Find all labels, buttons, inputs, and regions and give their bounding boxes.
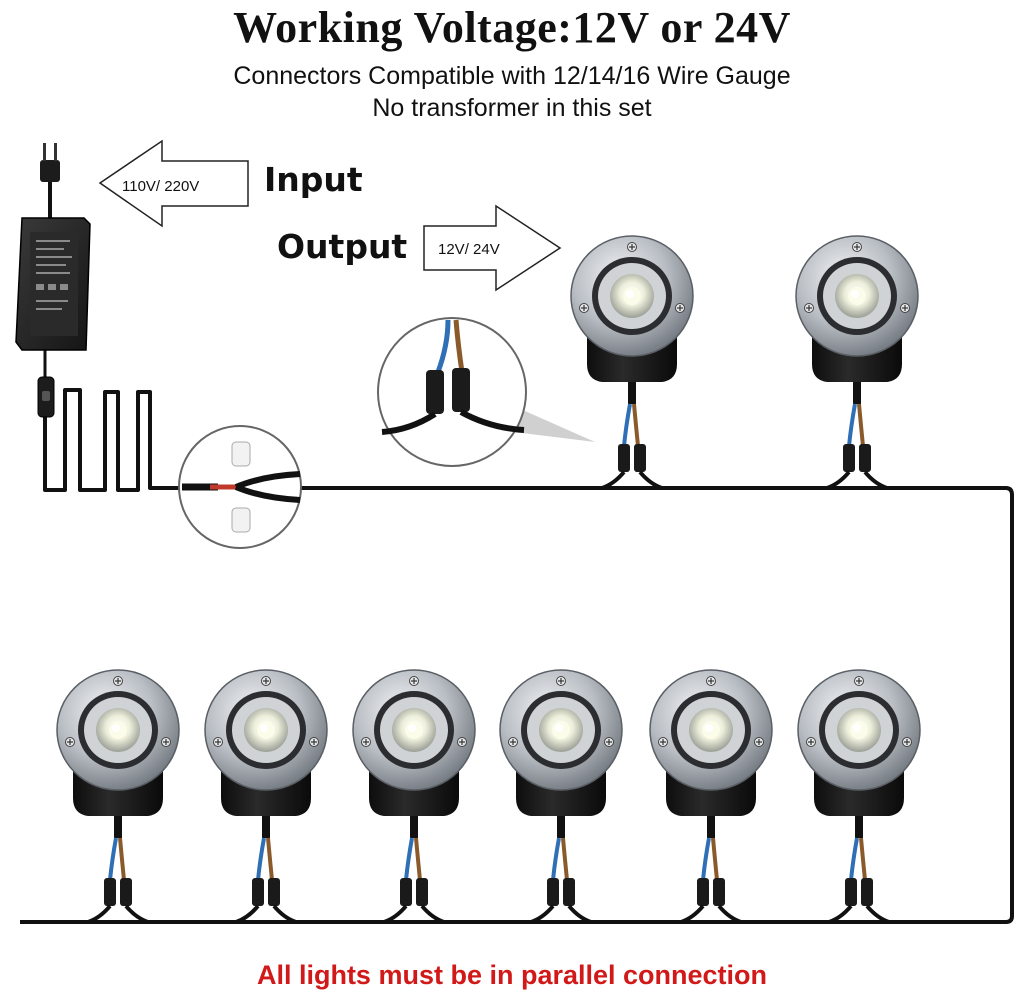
inground-led-light-icon [648, 668, 774, 924]
subtitle-no-transformer: No transformer in this set [372, 94, 652, 122]
inground-led-light-icon [351, 668, 477, 924]
inground-led-light-icon [796, 668, 922, 924]
inground-led-light-icon [498, 668, 624, 924]
inline-switch-icon [37, 376, 55, 418]
top-row-lights [569, 234, 920, 490]
input-voltage-label: 110V/ 220V [122, 178, 199, 195]
inground-led-light-icon [203, 668, 329, 924]
page-title: Working Voltage:12V or 24V [233, 3, 791, 52]
power-adapter-icon [15, 143, 91, 351]
waterproof-connector-zoom-icon [377, 317, 595, 467]
inground-led-light-icon [569, 234, 695, 490]
input-arrow-icon [98, 139, 249, 228]
subtitle-wire-gauge: Connectors Compatible with 12/14/16 Wire… [233, 62, 791, 90]
output-label: Output [277, 227, 408, 266]
output-voltage-label: 12V/ 24V [438, 241, 500, 258]
bottom-row-lights [55, 668, 922, 924]
inground-led-light-icon [55, 668, 181, 924]
wire-splitter-zoom-icon [178, 425, 302, 549]
output-arrow-icon [423, 204, 562, 292]
inground-led-light-icon [794, 234, 920, 490]
input-label: Input [264, 160, 363, 199]
parallel-connection-note: All lights must be in parallel connectio… [256, 960, 768, 990]
